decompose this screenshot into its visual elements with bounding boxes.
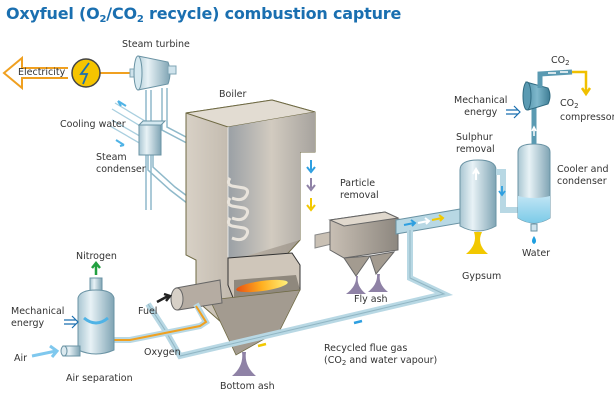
pipe-arrow-up [531,125,537,136]
steam-turbine [129,55,177,91]
label-cooling-water: Cooling water [60,119,126,130]
label-oxygen: Oxygen [144,347,181,358]
bottom-ash-pile [232,352,256,376]
gypsum-pile [466,232,488,254]
mechanical-energy-arrow-left [64,315,79,329]
recycle-arrow-yellow [257,342,267,348]
pipe-sulphur-to-cooler [496,169,520,213]
label-co2-top: CO2 [551,55,570,67]
cooling-water-out-arrow [115,139,125,147]
label-bottom-ash: Bottom ash [220,381,275,392]
label-air-separation: Air separation [66,373,133,384]
label-recycled-flue-gas: Recycled flue gas(CO2 and water vapour) [324,343,438,367]
cooling-water-in-arrow [117,100,127,107]
co2-compressor [522,81,551,111]
label-electricity: Electricity [18,67,66,78]
cooler-condenser-unit [517,143,551,232]
electricity-arrow [2,55,68,91]
co2-output-arrow [572,70,592,97]
generator-icon [71,58,135,88]
recycle-pipe [145,230,454,360]
air-arrow [31,344,60,358]
label-steam-turbine: Steam turbine [122,39,190,50]
diagram-title: Oxyfuel (O2/CO2 recycle) combustion capt… [6,4,402,25]
steam-condenser [137,120,167,156]
label-fly-ash: Fly ash [354,294,388,305]
nitrogen-arrow [91,260,101,275]
mechanical-energy-arrow-right [506,105,521,119]
fly-ash-pile-2 [368,274,388,292]
label-water: Water [522,248,551,259]
water-drop-icon [532,236,536,244]
label-air: Air [14,353,28,364]
oxygen-line-orange [90,305,208,341]
pipe-compressor-out [537,69,573,88]
boiler [185,99,316,356]
air-separation-unit [60,277,115,357]
sulphur-removal-unit [459,159,497,232]
recycle-arrow-blue [353,319,363,325]
fly-ash-pile-1 [346,276,366,294]
fuel-arrow [156,292,173,304]
particle-removal-unit [328,211,400,277]
label-gypsum: Gypsum [462,271,502,282]
label-boiler: Boiler [219,89,247,100]
co2-out-arrows [548,71,568,74]
pipe-arrow-down [498,186,506,197]
recycle-arrow-white [309,330,319,336]
flame [236,279,288,293]
fuel-burner [170,279,223,311]
label-fuel: Fuel [138,306,158,317]
label-nitrogen: Nitrogen [76,251,117,262]
flue-gas-pipe [395,207,467,235]
